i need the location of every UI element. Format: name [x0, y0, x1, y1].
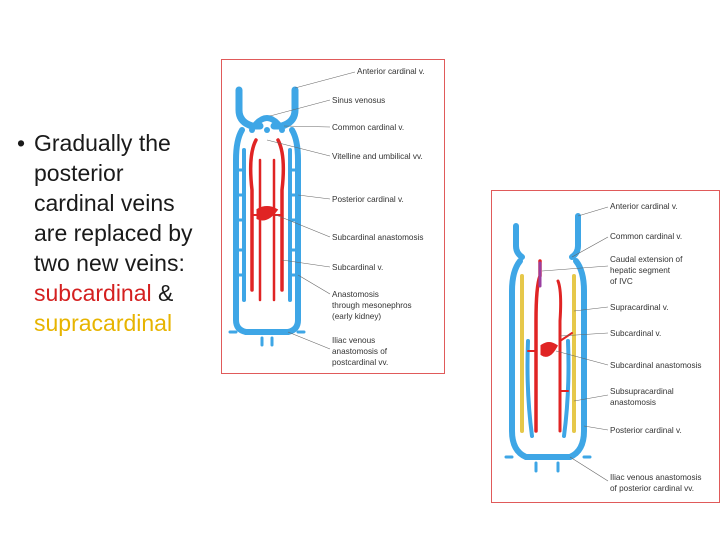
iliac-anastomosis-label-1: Iliac venous: [332, 336, 375, 345]
figure1-leader-lines: [266, 71, 356, 350]
early-cardinal-veins-diagram: Anterior cardinal v. Sinus venosus Commo…: [228, 67, 425, 367]
iliac-anastomosis-label-2: anastomosis of: [332, 347, 388, 356]
bullet-line-4: are replaced by: [34, 220, 193, 246]
later-cardinal-veins-diagram: Anterior cardinal v. Common cardinal v. …: [504, 202, 701, 493]
bullet-line-5: two new veins:: [34, 250, 185, 276]
subsupracardinal-label-1: Subsupracardinal: [610, 387, 674, 396]
yellow-supracardinal-veins: [520, 274, 576, 433]
supracardinal-vein-label: Supracardinal v.: [610, 303, 669, 312]
early-cardinal-veins-figure: Anterior cardinal v. Sinus venosus Commo…: [221, 59, 445, 374]
red-vitelline-subcardinal-veins: [248, 138, 286, 302]
posterior-cardinal-label-2: Posterior cardinal v.: [610, 426, 682, 435]
caudal-extension-label-3: of IVC: [610, 277, 633, 286]
subcardinal-highlight: subcardinal: [34, 280, 152, 306]
common-cardinal-label: Common cardinal v.: [332, 123, 404, 132]
subcardinal-anastomosis-label-2: Subcardinal anastomosis: [610, 361, 701, 370]
bullet-point: • Gradually the posterior cardinal veins…: [8, 128, 220, 338]
iliac-anastomosis-label-3: postcardinal vv.: [332, 358, 388, 367]
bullet-line-1: Gradually the: [34, 130, 171, 156]
posterior-cardinal-label: Posterior cardinal v.: [332, 195, 404, 204]
mesonephros-anastomosis-label-1: Anastomosis: [332, 290, 379, 299]
subsupracardinal-label-2: anastomosis: [610, 398, 656, 407]
ampersand-text: &: [151, 280, 174, 306]
common-cardinal-label-2: Common cardinal v.: [610, 232, 682, 241]
bullet-text: Gradually the posterior cardinal veins a…: [34, 128, 220, 338]
subcardinal-vein-label-2: Subcardinal v.: [610, 329, 661, 338]
figure2-leader-lines: [541, 206, 609, 482]
caudal-extension-label-2: hepatic segment: [610, 266, 671, 275]
sinus-venosus-label: Sinus venosus: [332, 96, 385, 105]
later-cardinal-veins-figure: Anterior cardinal v. Common cardinal v. …: [491, 190, 720, 503]
subcardinal-anastomosis-label: Subcardinal anastomosis: [332, 233, 423, 242]
anterior-cardinal-label-2: Anterior cardinal v.: [610, 202, 678, 211]
bullet-line-3: cardinal veins: [34, 190, 175, 216]
bullet-dot: •: [16, 130, 26, 156]
caudal-extension-label-1: Caudal extension of: [610, 255, 683, 264]
iliac-anastomosis-label-4: Iliac venous anastomosis: [610, 473, 701, 482]
mesonephros-anastomosis-label-3: (early kidney): [332, 312, 381, 321]
vitelline-umbilical-label: Vitelline and umbilical vv.: [332, 152, 423, 161]
iliac-anastomosis-label-5: of posterior cardinal vv.: [610, 484, 694, 493]
anterior-cardinal-label: Anterior cardinal v.: [357, 67, 425, 76]
bullet-line-2: posterior: [34, 160, 124, 186]
blue-cardinal-veins: [228, 86, 306, 347]
subcardinal-vein-label: Subcardinal v.: [332, 263, 383, 272]
mesonephros-anastomosis-label-2: through mesonephros: [332, 301, 412, 310]
supracardinal-highlight: supracardinal: [34, 310, 173, 336]
